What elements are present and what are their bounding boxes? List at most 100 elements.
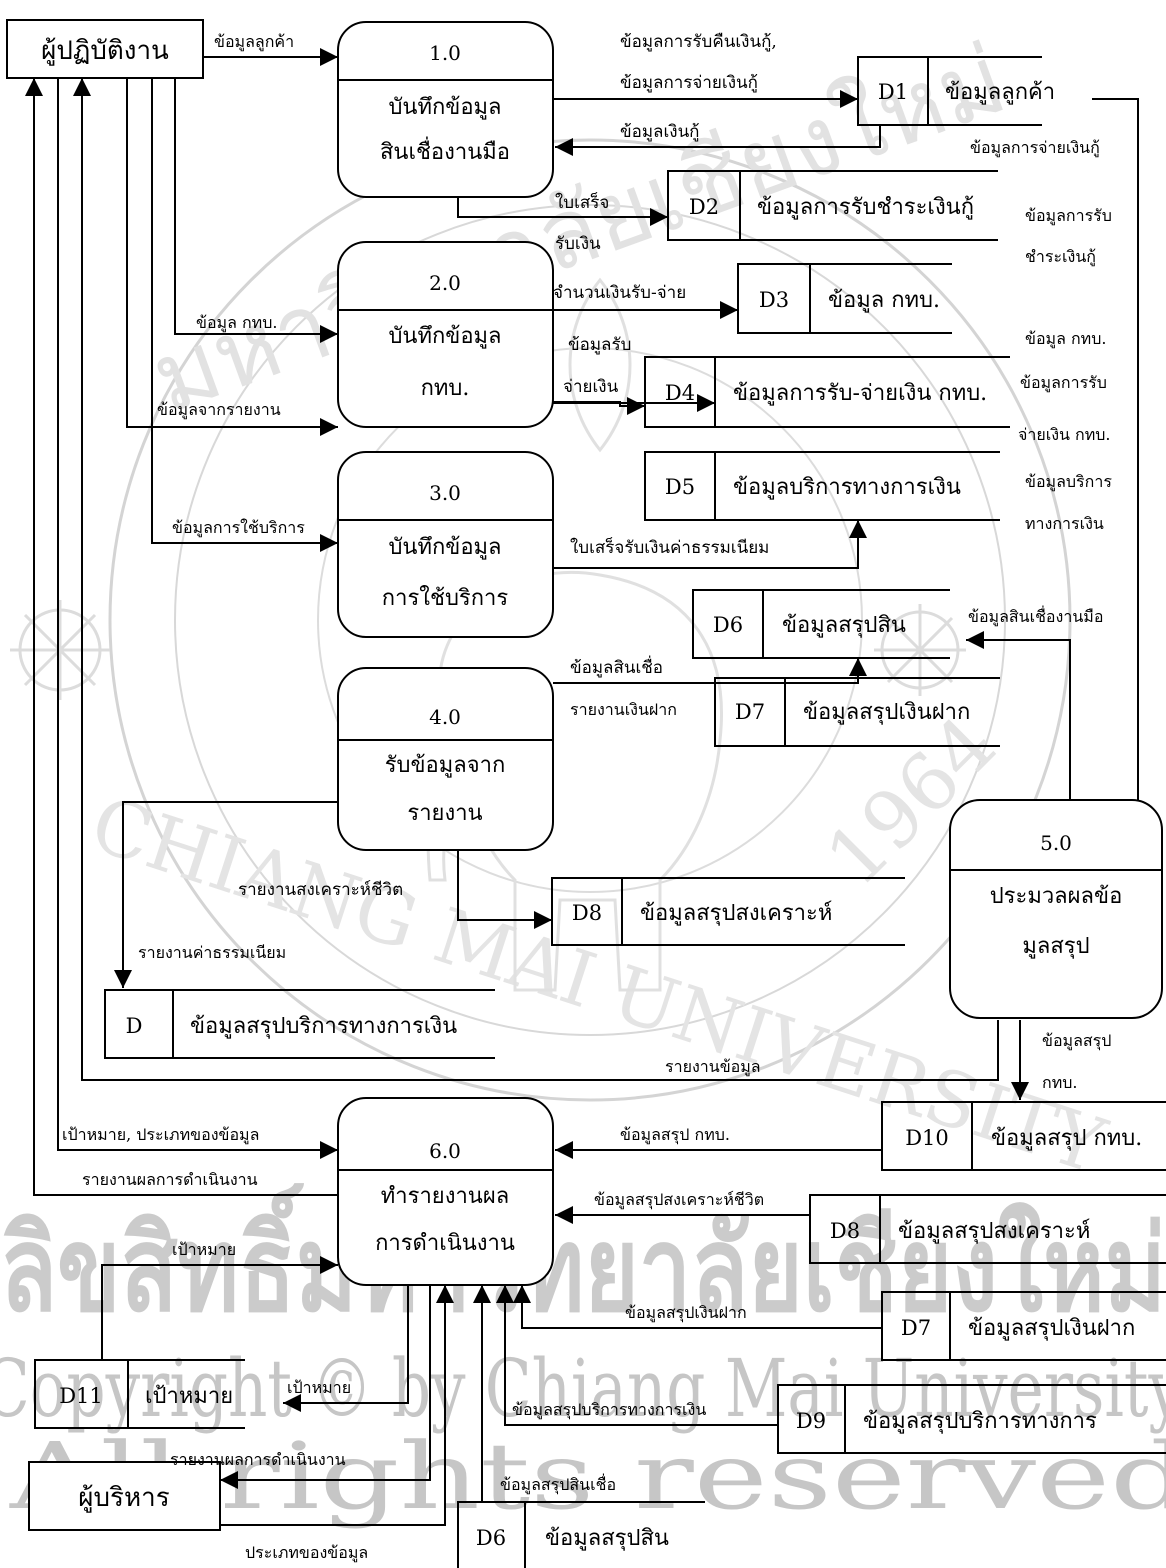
flow-label-amount-in-out: จำนวนเงินรับ-จ่าย bbox=[553, 283, 686, 303]
store-d3-id: D3 bbox=[759, 288, 789, 312]
store-d10-name: ข้อมูลสรุป กทบ. bbox=[991, 1126, 1142, 1151]
store-d1-name: ข้อมูลลูกค้า bbox=[945, 80, 1055, 105]
store-d2-id: D2 bbox=[689, 195, 719, 219]
process-1-id: 1.0 bbox=[429, 41, 461, 65]
flow-label-loan-pay-info: ข้อมูลการจ่ายเงินกู้ bbox=[620, 73, 758, 93]
store-d8b[interactable]: D8 ข้อมูลสรุปสงเคราะห์ bbox=[830, 1219, 1090, 1244]
flow-label-kthb-info: ข้อมูล กทบ. bbox=[196, 313, 277, 333]
store-d11-id: D11 bbox=[59, 1384, 103, 1408]
store-d6b[interactable]: D6 ข้อมูลสรุปสิน bbox=[476, 1526, 669, 1551]
store-d5-id: D5 bbox=[665, 475, 695, 499]
flow-label-goal: เป้าหมาย bbox=[172, 1240, 236, 1259]
store-d9-name: ข้อมูลสรุปบริการทางการ bbox=[863, 1409, 1097, 1434]
store-d8-id: D8 bbox=[572, 901, 602, 925]
flow-label-deposit-report: รายงานเงินฝาก bbox=[570, 700, 677, 719]
store-d10-id: D10 bbox=[905, 1126, 949, 1150]
flow-label-deposit-summary: ข้อมูลสรุปเงินฝาก bbox=[625, 1303, 747, 1323]
store-d7b[interactable]: D7 ข้อมูลสรุปเงินฝาก bbox=[901, 1316, 1135, 1341]
watermark-band-1: ลิขสิทธิ์มหาวิทยาลัยเชียงใหม่ bbox=[0, 1183, 1166, 1338]
flow-label-goals-types: เป้าหมาย, ประเภทของข้อมูล bbox=[62, 1125, 259, 1145]
store-d7-id: D7 bbox=[735, 700, 765, 724]
flow-label-perf-report-exec: รายงานผลการดำเนินงาน bbox=[170, 1450, 346, 1469]
process-2-id: 2.0 bbox=[429, 271, 461, 295]
flow-label-fee-report: รายงานค่าธรรมเนียม bbox=[138, 943, 286, 962]
store-d11-name: เป้าหมาย bbox=[145, 1384, 233, 1409]
flow-label-loan-repay-info: ข้อมูลการรับคืนเงินกู้, bbox=[620, 32, 777, 52]
process-6-id: 6.0 bbox=[429, 1139, 461, 1163]
process-3-line2: การใช้บริการ bbox=[382, 585, 509, 611]
flow-label-from-report: ข้อมูลจากรายงาน bbox=[157, 400, 281, 420]
process-3-line1: บันทึกข้อมูล bbox=[388, 535, 501, 560]
flow-label-kthb-summary-in: ข้อมูลสรุป กทบ. bbox=[620, 1125, 730, 1145]
store-d-fin-id: D bbox=[126, 1014, 143, 1038]
store-d3[interactable]: D3 ข้อมูล กทบ. bbox=[759, 288, 940, 313]
flow-label-receipt: ใบเสร็จ bbox=[555, 191, 609, 213]
flow-label-data-report: รายงานข้อมูล bbox=[665, 1057, 761, 1077]
store-d8-name: ข้อมูลสรุปสงเคราะห์ bbox=[640, 901, 832, 926]
flow-label-data-types: ประเภทของข้อมูล bbox=[245, 1543, 368, 1563]
store-d6b-name: ข้อมูลสรุปสิน bbox=[545, 1526, 669, 1551]
flow-label-loan-pay-info-right: ข้อมูลการจ่ายเงินกู้ bbox=[970, 138, 1100, 158]
store-d11[interactable]: D11 เป้าหมาย bbox=[59, 1384, 233, 1409]
store-d7b-name: ข้อมูลสรุปเงินฝาก bbox=[968, 1316, 1135, 1341]
flow-label-recv-info-1: ข้อมูลรับ bbox=[568, 335, 631, 355]
store-d1[interactable]: D1 ข้อมูลลูกค้า bbox=[878, 80, 1055, 105]
process-2[interactable]: 2.0 บันทึกข้อมูล กทบ. bbox=[337, 241, 554, 428]
store-d7[interactable]: D7 ข้อมูลสรุปเงินฝาก bbox=[735, 700, 970, 725]
process-4-line1: รับข้อมูลจาก bbox=[385, 753, 506, 778]
process-5-line2: มูลสรุป bbox=[1022, 934, 1089, 959]
store-d2-name: ข้อมูลการรับชำระเงินกู้ bbox=[757, 195, 974, 220]
flow-label-service-right-2: ทางการเงิน bbox=[1025, 514, 1104, 533]
flow-label-receipt-2: รับเงิน bbox=[555, 234, 601, 254]
store-d1-id: D1 bbox=[878, 80, 908, 104]
flow-label-fee-receipt: ใบเสร็จรับเงินค่าธรรมเนียม bbox=[570, 536, 769, 558]
process-5-line1: ประมวลผลข้อ bbox=[990, 884, 1123, 909]
entity-executive-label: ผู้บริหาร bbox=[78, 1483, 169, 1513]
flow-label-kthb-summary-1: ข้อมูลสรุป bbox=[1042, 1031, 1111, 1051]
store-d6[interactable]: D6 ข้อมูลสรุปสิน bbox=[713, 613, 906, 638]
process-5[interactable]: 5.0 ประมวลผลข้อ มูลสรุป bbox=[949, 799, 1163, 1019]
flow-label-recv-info-2: จ่ายเงิน bbox=[563, 377, 619, 397]
process-3[interactable]: 3.0 บันทึกข้อมูล การใช้บริการ bbox=[337, 451, 554, 638]
process-1-line2: สินเชื่องานมือ bbox=[380, 136, 510, 165]
store-d8b-name: ข้อมูลสรุปสงเคราะห์ bbox=[898, 1219, 1090, 1244]
flow-label-service-use: ข้อมูลการใช้บริการ bbox=[172, 518, 305, 538]
store-d5[interactable]: D5 ข้อมูลบริการทางการเงิน bbox=[665, 475, 961, 500]
store-d6-id: D6 bbox=[713, 613, 743, 637]
process-4[interactable]: 4.0 รับข้อมูลจาก รายงาน bbox=[337, 667, 554, 851]
store-d3-name: ข้อมูล กทบ. bbox=[828, 288, 940, 313]
process-4-id: 4.0 bbox=[429, 705, 461, 729]
entity-operator[interactable]: ผู้ปฏิบัติงาน bbox=[6, 19, 204, 79]
store-d-fin-name: ข้อมูลสรุปบริการทางการเงิน bbox=[190, 1014, 457, 1039]
store-d8[interactable]: D8 ข้อมูลสรุปสงเคราะห์ bbox=[572, 901, 832, 926]
watermark-band-2: Copyright © by Chiang Mai University bbox=[0, 1342, 1166, 1435]
flow-label-kthb-right: ข้อมูล กทบ. bbox=[1025, 329, 1106, 349]
flow-label-loan-info: ข้อมูลเงินกู้ bbox=[620, 122, 699, 142]
store-d2[interactable]: D2 ข้อมูลการรับชำระเงินกู้ bbox=[689, 195, 974, 220]
store-d6b-id: D6 bbox=[476, 1526, 506, 1550]
flow-label-kthb-summary-2: กทบ. bbox=[1042, 1073, 1077, 1092]
flow-label-fin-service-summary: ข้อมูลสรุปบริการทางการเงิน bbox=[512, 1400, 706, 1420]
flow-label-handcraft-loan: ข้อมูลสินเชื่องานมือ bbox=[968, 605, 1103, 627]
store-d7b-id: D7 bbox=[901, 1316, 931, 1340]
flow-label-goal-back: เป้าหมาย bbox=[287, 1378, 351, 1397]
store-d-fin[interactable]: D ข้อมูลสรุปบริการทางการเงิน bbox=[126, 1014, 458, 1039]
store-d4[interactable]: D4 ข้อมูลการรับ-จ่ายเงิน กทบ. bbox=[665, 381, 987, 406]
store-d7-name: ข้อมูลสรุปเงินฝาก bbox=[803, 700, 970, 725]
flow-label-welfare-report: รายงานสงเคราะห์ชีวิต bbox=[238, 880, 403, 900]
process-3-id: 3.0 bbox=[429, 481, 461, 505]
process-6[interactable]: 6.0 ทำรายงานผล การดำเนินงาน bbox=[337, 1097, 554, 1286]
flow-labels: ข้อมูลลูกค้า ข้อมูลการรับคืนเงินกู้, ข้อ… bbox=[62, 32, 1112, 1563]
entity-executive[interactable]: ผู้บริหาร bbox=[28, 1461, 221, 1531]
flow-label-recv-right-2: จ่ายเงิน กทบ. bbox=[1018, 425, 1111, 444]
process-2-line2: กทบ. bbox=[421, 376, 470, 401]
store-d10[interactable]: D10 ข้อมูลสรุป กทบ. bbox=[905, 1126, 1142, 1151]
process-4-line2: รายงาน bbox=[407, 801, 482, 826]
process-1[interactable]: 1.0 บันทึกข้อมูล สินเชื่องานมือ bbox=[337, 21, 554, 198]
store-d4-name: ข้อมูลการรับ-จ่ายเงิน กทบ. bbox=[733, 381, 987, 406]
flow-label-repay-right-1: ข้อมูลการรับ bbox=[1025, 206, 1112, 226]
store-d9[interactable]: D9 ข้อมูลสรุปบริการทางการ bbox=[796, 1409, 1097, 1434]
flow-label-performance-report: รายงานผลการดำเนินงาน bbox=[82, 1170, 258, 1189]
process-2-line1: บันทึกข้อมูล bbox=[388, 324, 501, 349]
